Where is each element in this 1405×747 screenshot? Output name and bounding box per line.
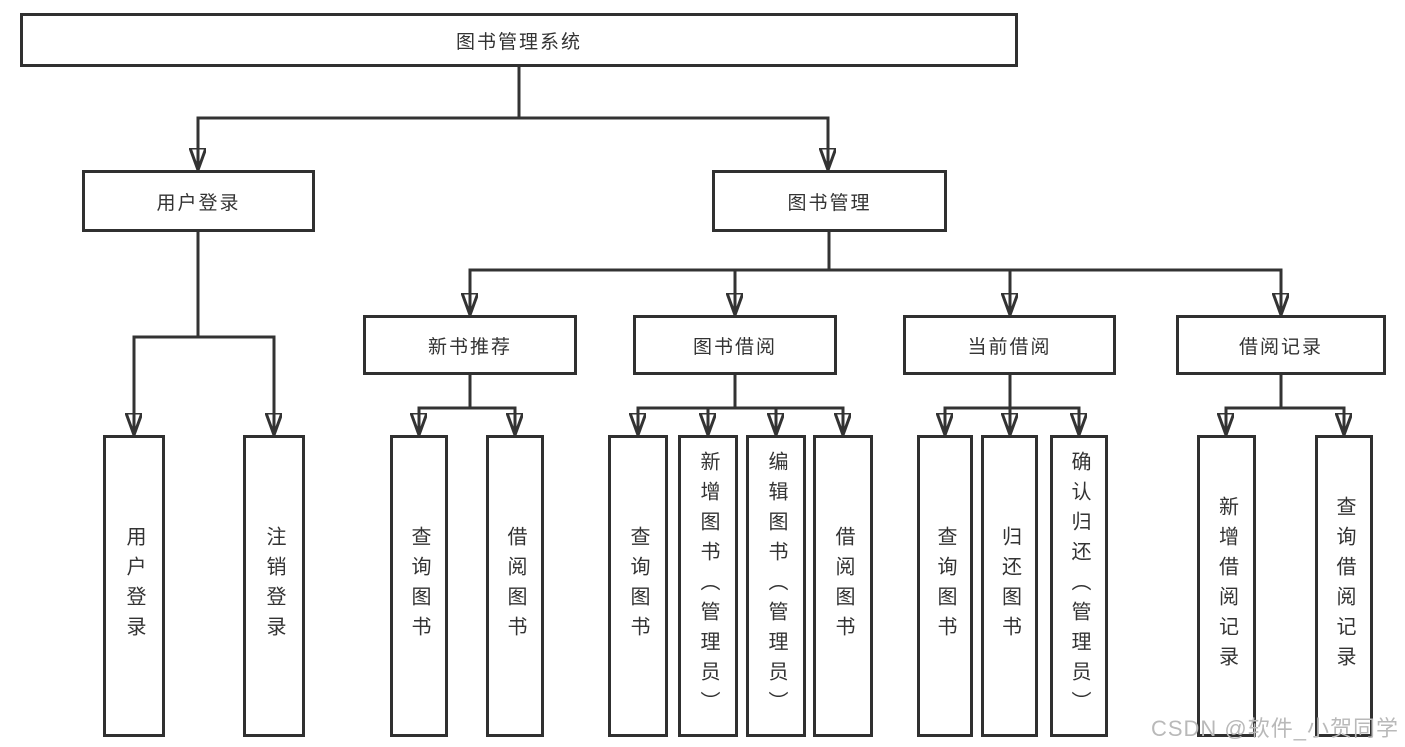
leaf-label: 注销登录: [263, 526, 285, 646]
node-root-library-system: 图书管理系统: [20, 13, 1018, 67]
node-current-borrow: 当前借阅: [903, 315, 1116, 375]
node-book-management: 图书管理: [712, 170, 947, 232]
node-new-book-recommend: 新书推荐: [363, 315, 577, 375]
leaf-borrow-books-2: 借阅图书: [813, 435, 873, 737]
node-book-borrow: 图书借阅: [633, 315, 837, 375]
node-borrow-records: 借阅记录: [1176, 315, 1386, 375]
leaf-label: 借阅图书: [832, 526, 854, 646]
connector-user-login-to-leaves: [134, 230, 274, 437]
csdn-watermark: CSDN @软件_小贺同学: [1150, 716, 1399, 741]
leaf-label: 编辑图书（管理员）: [765, 451, 787, 721]
connector-root-to-level2: [198, 65, 828, 172]
leaf-label: 用户登录: [123, 526, 145, 646]
leaf-label: 查询图书: [627, 526, 649, 646]
leaf-label: 查询图书: [408, 526, 430, 646]
leaf-query-books-1: 查询图书: [390, 435, 448, 737]
connector-current-borrow-to-leaves: [945, 373, 1079, 437]
leaf-label: 归还图书: [998, 526, 1021, 646]
leaf-query-books-3: 查询图书: [917, 435, 973, 737]
connector-book-mgmt-to-level3: [470, 230, 1281, 317]
connector-new-book-rec-to-leaves: [419, 373, 515, 437]
leaf-label: 新增借阅记录: [1215, 496, 1238, 676]
connector-book-borrow-to-leaves: [638, 373, 843, 437]
leaf-label: 新增图书（管理员）: [697, 451, 719, 721]
leaf-add-borrow-record: 新增借阅记录: [1197, 435, 1256, 737]
leaf-query-books-2: 查询图书: [608, 435, 668, 737]
leaf-return-books: 归还图书: [981, 435, 1038, 737]
leaf-label: 查询借阅记录: [1333, 496, 1355, 676]
leaf-borrow-books-1: 借阅图书: [486, 435, 544, 737]
leaf-label: 确认归还（管理员）: [1068, 451, 1090, 721]
leaf-logout: 注销登录: [243, 435, 305, 737]
leaf-label: 查询图书: [934, 526, 956, 646]
connector-borrow-records-to-leaves: [1226, 373, 1344, 437]
leaf-query-borrow-record: 查询借阅记录: [1315, 435, 1373, 737]
node-user-login: 用户登录: [82, 170, 315, 232]
leaf-edit-books-admin: 编辑图书（管理员）: [746, 435, 806, 737]
leaf-user-login: 用户登录: [103, 435, 165, 737]
leaf-confirm-return-admin: 确认归还（管理员）: [1050, 435, 1108, 737]
leaf-label: 借阅图书: [504, 526, 526, 646]
leaf-add-books-admin: 新增图书（管理员）: [678, 435, 738, 737]
